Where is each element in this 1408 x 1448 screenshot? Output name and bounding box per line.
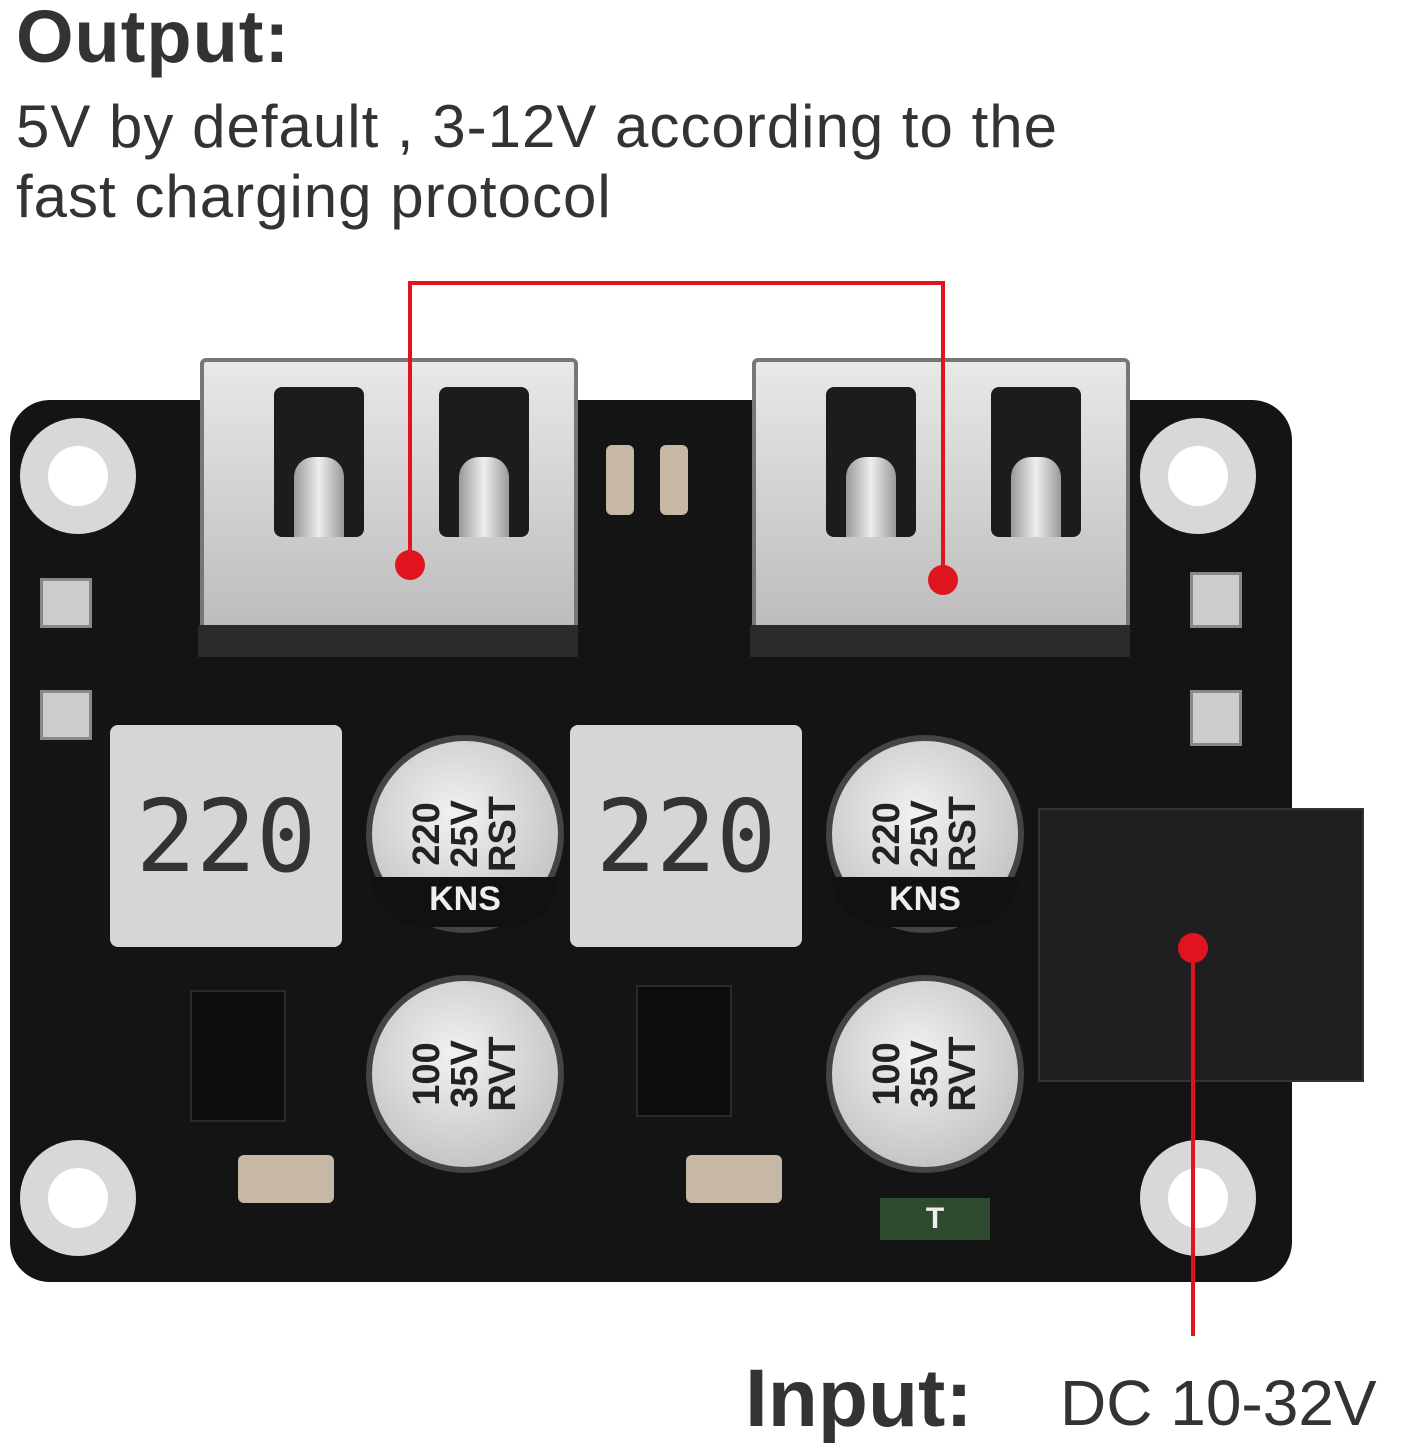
led: [660, 445, 688, 515]
solder-pad: [1190, 690, 1242, 746]
capacitor-input-left: 100 35V RVT: [366, 975, 564, 1173]
solder-pad: [1190, 572, 1242, 628]
mount-hole: [20, 418, 136, 534]
ic-chip: [636, 985, 732, 1117]
output-marker-dot: [395, 550, 425, 580]
capacitor-output-left: 220 25V RST KNS: [366, 735, 564, 933]
mount-hole: [1140, 1140, 1256, 1256]
smd-capacitor: [686, 1155, 782, 1203]
output-description-line2: fast charging protocol: [16, 163, 612, 230]
led: [606, 445, 634, 515]
inductor-left: 220: [110, 725, 342, 947]
ic-chip: [190, 990, 286, 1122]
output-indicator-line: [408, 281, 945, 285]
output-heading: Output:: [16, 0, 291, 78]
solder-pad: [40, 690, 92, 740]
input-marker-dot: [1178, 933, 1208, 963]
output-indicator-line: [941, 281, 945, 581]
input-voltage: DC 10-32V: [1060, 1367, 1377, 1439]
inductor-right: 220: [570, 725, 802, 947]
output-description-line1: 5V by default , 3-12V according to the: [16, 93, 1058, 160]
capacitor-input-right: 100 35V RVT: [826, 975, 1024, 1173]
output-indicator-line: [408, 281, 412, 566]
mount-hole: [20, 1140, 136, 1256]
capacitor-output-right: 220 25V RST KNS: [826, 735, 1024, 933]
solder-pad: [40, 578, 92, 628]
input-heading: Input:: [745, 1353, 973, 1444]
output-marker-dot: [928, 565, 958, 595]
usb-port-left: [198, 358, 578, 657]
input-indicator-line: [1191, 948, 1195, 1336]
mount-hole: [1140, 418, 1256, 534]
fuse: T: [880, 1198, 990, 1240]
smd-capacitor: [238, 1155, 334, 1203]
